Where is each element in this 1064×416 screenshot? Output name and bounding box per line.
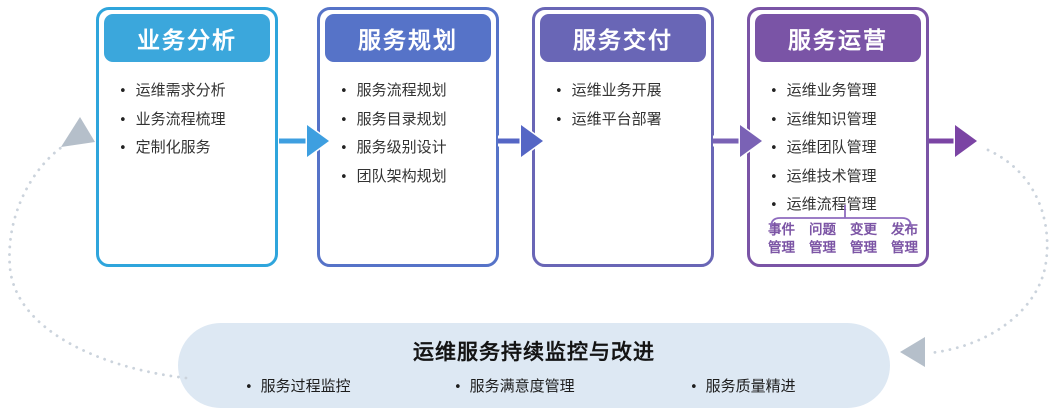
sub-process-line: 管理 [768, 240, 795, 256]
list-item: 定制化服务 [119, 134, 275, 163]
phase-title-service-delivery: 服务交付 [540, 14, 706, 62]
monitor-item: 服务过程监控 [245, 375, 351, 396]
phase-card-service-delivery: 服务交付 运维业务开展 运维平台部署 [532, 7, 714, 267]
sub-process-row: 事件 管理 问题 管理 变更 管理 发布 管理 [768, 221, 918, 257]
list-item: 服务流程规划 [340, 77, 496, 106]
phase-card-service-planning: 服务规划 服务流程规划 服务目录规划 服务级别设计 团队架构规划 [317, 7, 499, 267]
sub-process-problem: 问题 管理 [809, 221, 836, 257]
phase-item-list: 服务流程规划 服务目录规划 服务级别设计 团队架构规划 [320, 77, 496, 191]
monitor-bar-title: 运维服务持续监控与改进 [413, 340, 655, 364]
phase-item-list: 运维需求分析 业务流程梳理 定制化服务 [99, 77, 275, 163]
list-item: 运维业务管理 [770, 77, 926, 106]
list-item: 业务流程梳理 [119, 106, 275, 135]
sub-process-line: 管理 [850, 240, 877, 256]
list-item: 运维需求分析 [119, 77, 275, 106]
list-item: 运维技术管理 [770, 163, 926, 192]
phase-item-list: 运维业务管理 运维知识管理 运维团队管理 运维技术管理 运维流程管理 [750, 77, 926, 220]
phase-title-service-planning: 服务规划 [325, 14, 491, 62]
phase-item-list: 运维业务开展 运维平台部署 [535, 77, 711, 134]
sub-process-line: 事件 [768, 222, 795, 238]
monitor-improve-bar: 运维服务持续监控与改进 服务过程监控 服务满意度管理 服务质量精进 [178, 323, 890, 408]
sub-process-line: 管理 [891, 240, 918, 256]
phase-title-service-operation: 服务运营 [755, 14, 921, 62]
sub-process-release: 发布 管理 [891, 221, 918, 257]
sub-process-change: 变更 管理 [850, 221, 877, 257]
list-item: 运维平台部署 [555, 106, 711, 135]
feedback-arrow-icon [900, 337, 925, 367]
flow-arrow-icon [929, 122, 980, 160]
list-item: 服务目录规划 [340, 106, 496, 135]
feedback-arrow-icon [61, 117, 95, 147]
monitor-item: 服务满意度管理 [454, 375, 575, 396]
list-item: 运维知识管理 [770, 106, 926, 135]
feedback-curve-right [928, 148, 1049, 355]
phase-card-business-analysis: 业务分析 运维需求分析 业务流程梳理 定制化服务 [96, 7, 278, 267]
sub-process-line: 发布 [891, 222, 918, 238]
phase-title-business-analysis: 业务分析 [104, 14, 270, 62]
sub-process-line: 变更 [850, 222, 877, 238]
list-item: 团队架构规划 [340, 163, 496, 192]
list-item: 运维业务开展 [555, 77, 711, 106]
list-item: 服务级别设计 [340, 134, 496, 163]
sub-process-line: 管理 [809, 240, 836, 256]
phase-card-service-operation: 服务运营 运维业务管理 运维知识管理 运维团队管理 运维技术管理 运维流程管理 … [747, 7, 929, 267]
sub-process-line: 问题 [809, 222, 836, 238]
list-item: 运维团队管理 [770, 134, 926, 163]
list-item: 运维流程管理 [770, 191, 926, 220]
sub-process-incident: 事件 管理 [768, 221, 795, 257]
monitor-item: 服务质量精进 [690, 375, 796, 396]
